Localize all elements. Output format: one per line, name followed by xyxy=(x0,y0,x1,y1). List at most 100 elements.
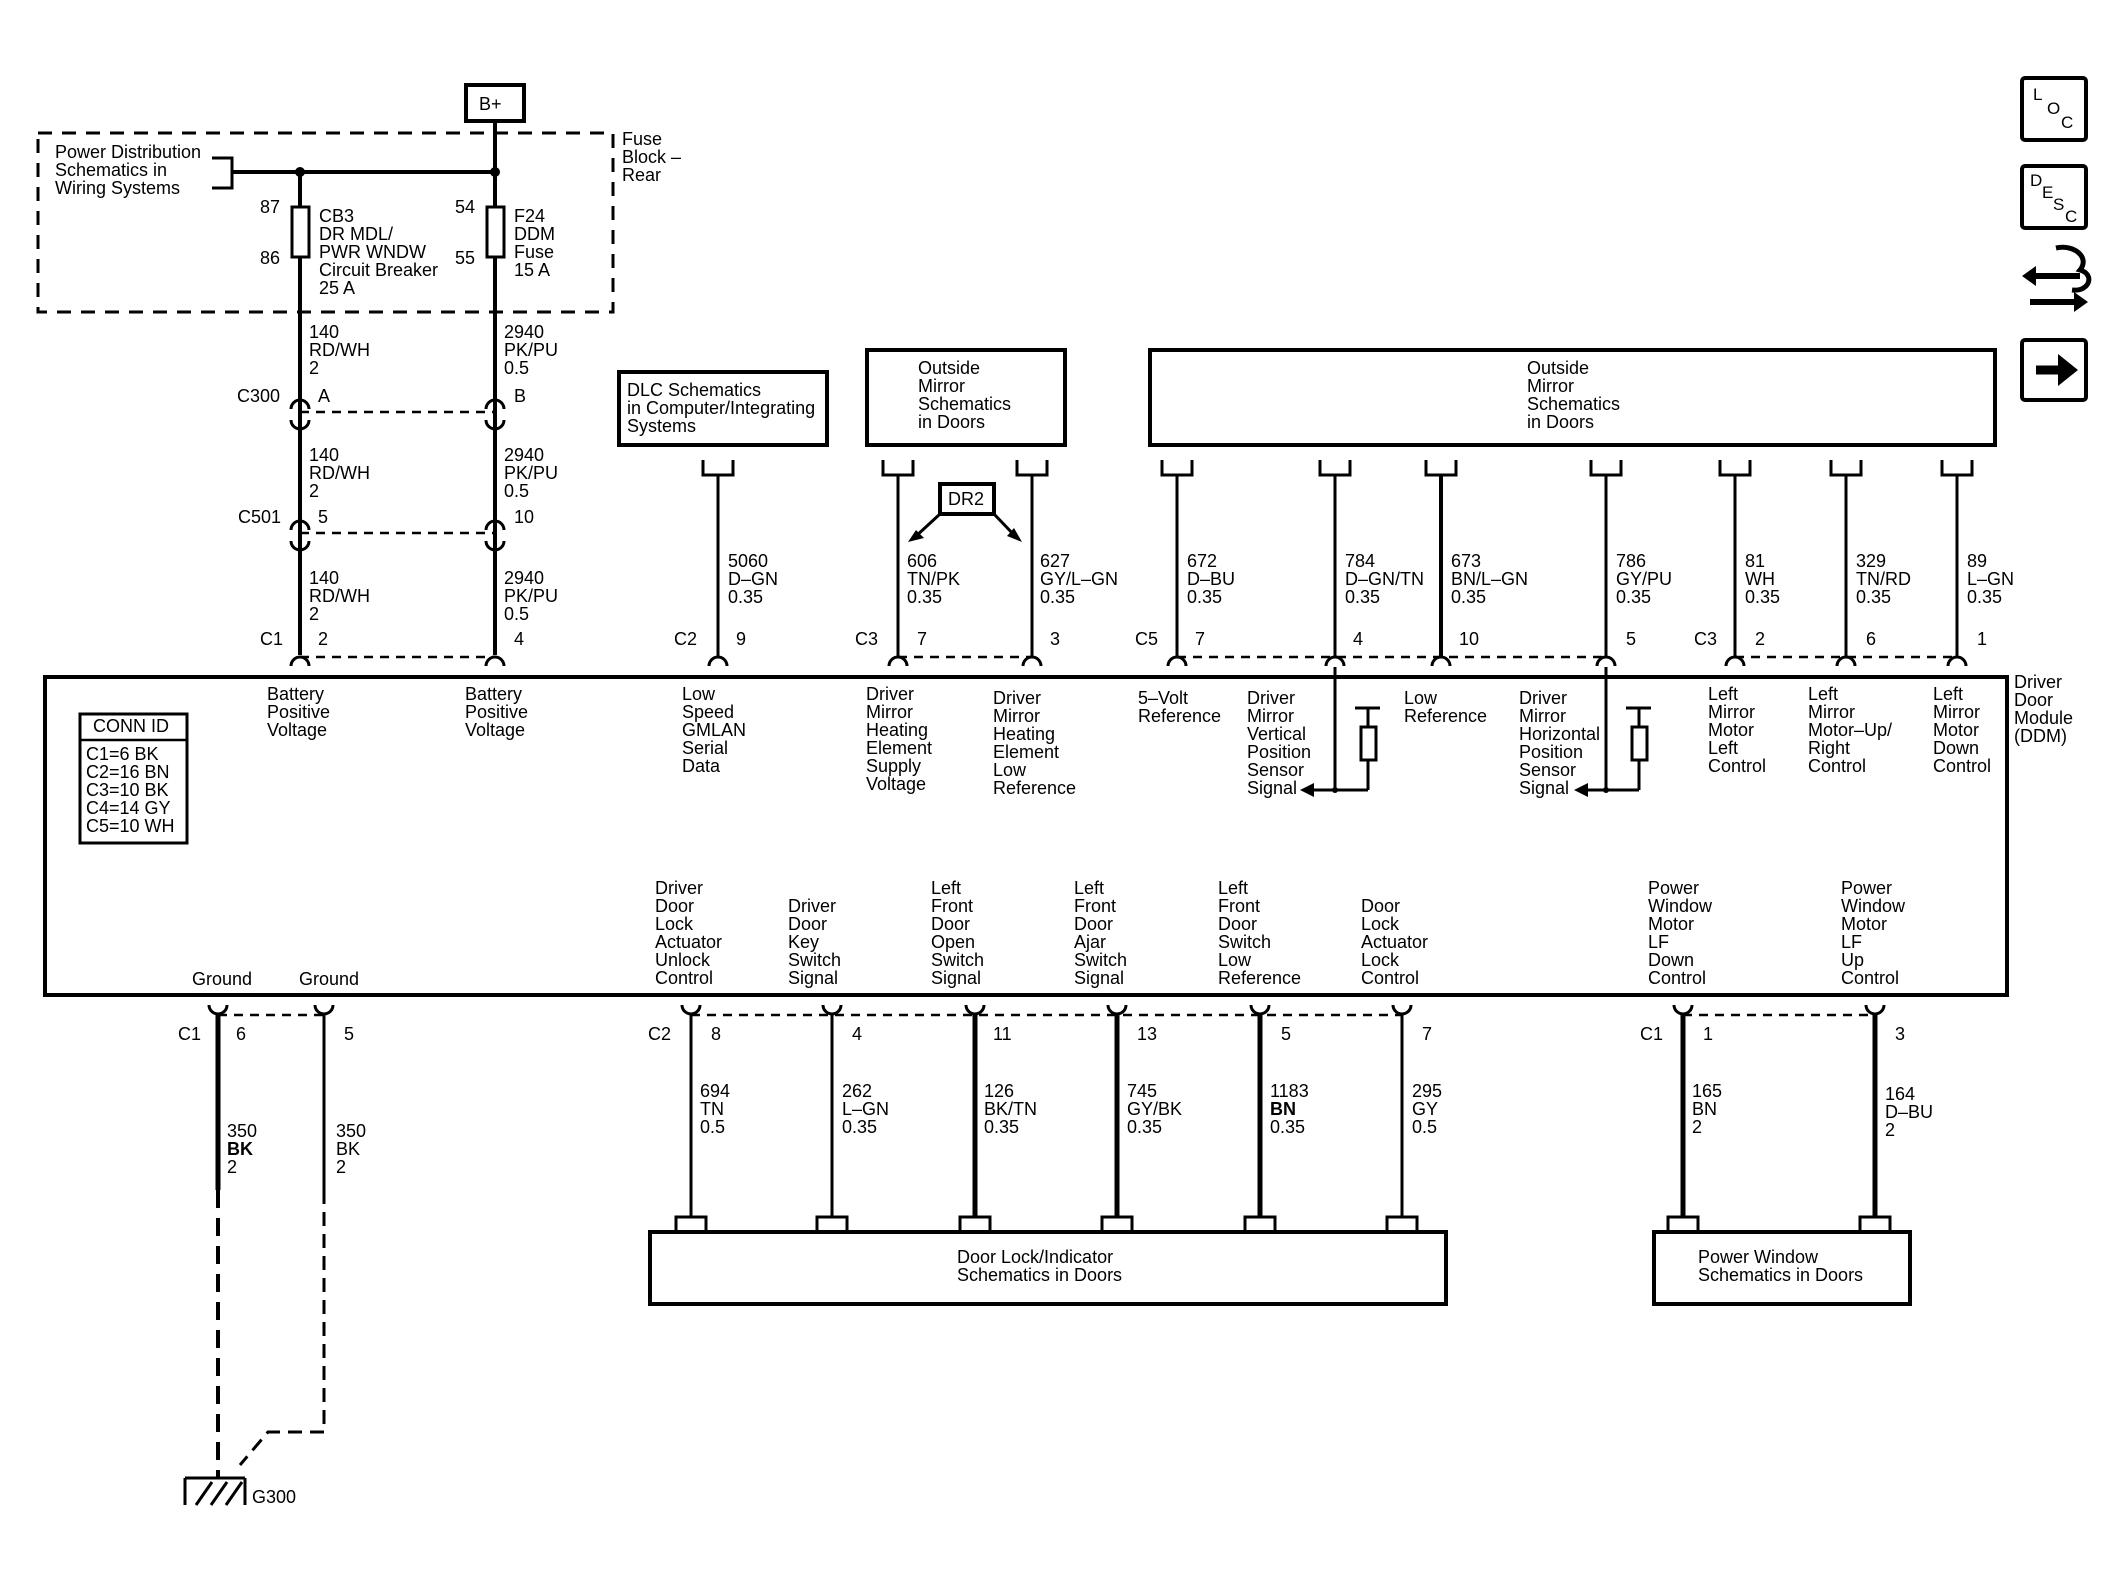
func-motor-up-4: Right xyxy=(1808,738,1850,758)
cb3-label-1: CB3 xyxy=(319,206,354,226)
dr2-indicator[interactable]: DR2 xyxy=(908,482,1022,542)
cb3-pin-bottom: 86 xyxy=(260,248,280,268)
func-batt2-3: Voltage xyxy=(465,720,525,740)
f24-pin-bottom: 55 xyxy=(455,248,475,268)
battery-label: B+ xyxy=(479,94,502,114)
func-win-up-2: Window xyxy=(1841,896,1906,916)
top-wire-672-connector: C5 xyxy=(1135,629,1158,649)
ground1-num: 350 xyxy=(227,1121,257,1141)
power-dist-label-3: Wiring Systems xyxy=(55,178,180,198)
fuse-block-label-3: Rear xyxy=(622,165,661,185)
func-unlock-3: Lock xyxy=(655,914,694,934)
func-batt1-1: Battery xyxy=(267,684,324,704)
cb3-label-2: DR MDL/ xyxy=(319,224,393,244)
doorlock-pin-4: 4 xyxy=(852,1024,862,1044)
func-ajar-1: Left xyxy=(1074,878,1104,898)
func-open-5: Switch xyxy=(931,950,984,970)
func-heat-supply-1: Driver xyxy=(866,684,914,704)
doorlock-c2-connector: C2 xyxy=(648,1024,671,1044)
func-lowref-2: Reference xyxy=(1404,706,1487,726)
fuse-block-label-1: Fuse xyxy=(622,129,662,149)
win165-color: BN xyxy=(1692,1099,1717,1119)
func-key-1: Driver xyxy=(788,896,836,916)
func-heat-supply-6: Voltage xyxy=(866,774,926,794)
window-c1-connector: C1 xyxy=(1640,1024,1663,1044)
top-wire-9-pin xyxy=(1946,655,1968,667)
dlc-schematics-box[interactable]: DLC Schematics in Computer/Integrating S… xyxy=(617,370,829,447)
func-heat-low-1: Driver xyxy=(993,688,1041,708)
func-heat-low-3: Heating xyxy=(993,724,1055,744)
func-horiz-4: Position xyxy=(1519,742,1583,762)
driver-door-module[interactable]: Driver Door Module (DDM) xyxy=(43,672,2073,997)
top-wire-627-gauge: 0.35 xyxy=(1040,587,1075,607)
power-window-box-line-1: Power Window xyxy=(1698,1247,1819,1267)
door-lock-schematics-box[interactable]: Door Lock/Indicator Schematics in Doors xyxy=(648,1230,1448,1306)
func-ajar-2: Front xyxy=(1074,896,1116,916)
func-horiz-2: Mirror xyxy=(1519,706,1566,726)
top-wire-5060-gauge: 0.35 xyxy=(728,587,763,607)
top-wire-672-gauge: 0.35 xyxy=(1187,587,1222,607)
func-swlow-3: Door xyxy=(1218,914,1257,934)
func-win-down-3: Motor xyxy=(1648,914,1694,934)
top-wire-627-num: 627 xyxy=(1040,551,1070,571)
c300-pin-a: A xyxy=(318,386,330,406)
func-win-down-1: Power xyxy=(1648,878,1699,898)
ground-g300: G300 xyxy=(183,1190,326,1507)
func-motor-left-2: Mirror xyxy=(1708,702,1755,722)
bottom-wire-7-pin xyxy=(1391,1004,1413,1016)
top-wire-81-connector: C3 xyxy=(1694,629,1717,649)
dl1183-num: 1183 xyxy=(1270,1081,1309,1101)
func-open-1: Left xyxy=(931,878,961,898)
c300-pin-0-bottom xyxy=(289,419,311,431)
outside-mirror-box-small[interactable]: Outside Mirror Schematics in Doors xyxy=(865,348,1067,447)
win164-color: D–BU xyxy=(1885,1102,1933,1122)
loc-letter-3: C xyxy=(2061,113,2073,132)
conn-id-title: CONN ID xyxy=(93,716,169,736)
top-wire-329-gauge: 0.35 xyxy=(1856,587,1891,607)
func-vert-6: Signal xyxy=(1247,778,1297,798)
circuit-breaker-cb3: 87 86 CB3 DR MDL/ PWR WNDW Circuit Break… xyxy=(260,172,438,655)
power-window-schematics-box[interactable]: Power Window Schematics in Doors xyxy=(1652,1230,1912,1306)
outside-mirror-box-large[interactable]: Outside Mirror Schematics in Doors xyxy=(1148,348,1997,447)
bottom-wire-8-bracket xyxy=(1666,1215,1700,1232)
func-key-2: Door xyxy=(788,914,827,934)
wire-2940-seg1-gauge: 0.5 xyxy=(504,358,529,378)
bottom-wire-3-pin xyxy=(821,1004,843,1016)
top-wire-606-color: TN/PK xyxy=(907,569,960,589)
side-icon-desc[interactable]: D E S C xyxy=(2020,164,2088,230)
dl126-color: BK/TN xyxy=(984,1099,1037,1119)
c300-pin-1-top xyxy=(484,398,506,410)
top-wire-672-num: 672 xyxy=(1187,551,1217,571)
ground2-color: BK xyxy=(336,1139,360,1159)
conn-id-row-4: C4=14 GY xyxy=(86,798,171,818)
c501-pin-0-top xyxy=(289,519,311,531)
func-swlow-4: Switch xyxy=(1218,932,1271,952)
wire-2940-seg1-num: 2940 xyxy=(504,322,544,342)
dl694-color: TN xyxy=(700,1099,724,1119)
power-window-box-line-2: Schematics in Doors xyxy=(1698,1265,1863,1285)
dl295-color: GY xyxy=(1412,1099,1438,1119)
loc-letter-2: O xyxy=(2047,99,2060,118)
func-win-up-1: Power xyxy=(1841,878,1892,898)
top-wire-8-bracket xyxy=(1829,460,1863,477)
conn-id-row-1: C1=6 BK xyxy=(86,744,159,764)
desc-letter-4: C xyxy=(2065,207,2077,226)
func-motor-up-2: Mirror xyxy=(1808,702,1855,722)
next-arrow-icon[interactable] xyxy=(2020,338,2088,402)
cb3-label-3: PWR WNDW xyxy=(319,242,426,262)
connector-flow-icon[interactable] xyxy=(2022,244,2092,312)
top-wire-89-color: L–GN xyxy=(1967,569,2014,589)
ground1-gauge: 2 xyxy=(227,1157,237,1177)
wire-2940-seg3-num: 2940 xyxy=(504,568,544,588)
side-icon-loc[interactable]: L O C xyxy=(2020,76,2088,142)
func-lowref-1: Low xyxy=(1404,688,1438,708)
top-wire-673-color: BN/L–GN xyxy=(1451,569,1528,589)
win164-num: 164 xyxy=(1885,1084,1915,1104)
wire-140-seg3-gauge: 2 xyxy=(309,604,319,624)
dl745-color: GY/BK xyxy=(1127,1099,1182,1119)
c501-pin-0-bottom xyxy=(289,540,311,552)
top-wire-5060-pin: 9 xyxy=(736,629,746,649)
func-win-down-2: Window xyxy=(1648,896,1713,916)
func-motor-left-4: Left xyxy=(1708,738,1738,758)
